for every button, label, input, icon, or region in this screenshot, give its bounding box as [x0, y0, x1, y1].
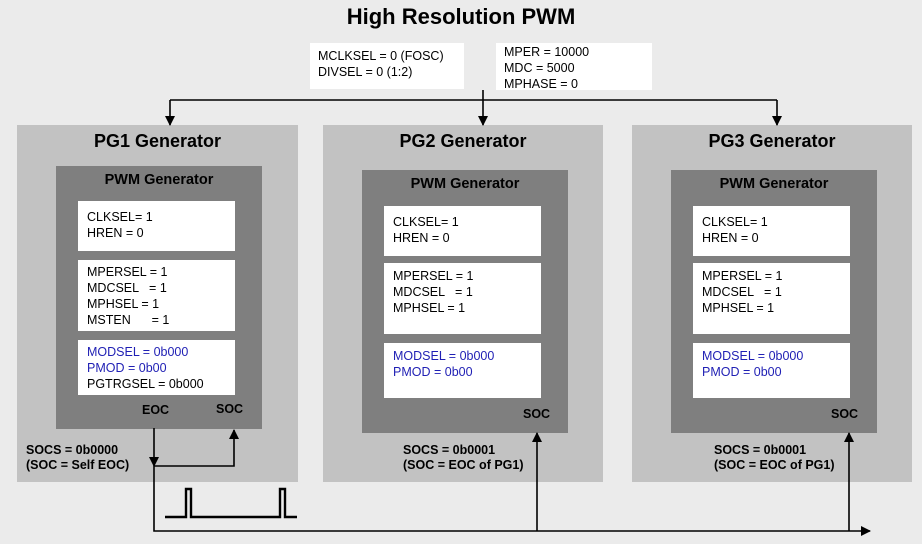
pg1-socs-label: SOCS = 0b0000 (SOC = Self EOC): [26, 443, 130, 472]
pg1-clock-register: CLKSEL= 1 HREN = 0: [78, 201, 235, 251]
pg1-msten: MSTEN = 1: [87, 313, 170, 327]
pg2-mphsel: MPHSEL = 1: [393, 301, 466, 315]
pg3-clksel: CLKSEL= 1: [702, 215, 768, 229]
pg3-mdcsel: MDCSEL = 1: [702, 285, 782, 299]
pg3-title: PG3 Generator: [708, 131, 836, 151]
pg1-mpersel: MPERSEL = 1: [87, 265, 168, 279]
pg2-clock-register: CLKSEL= 1 HREN = 0: [384, 206, 541, 256]
pg2-socs-label: SOCS = 0b0001 (SOC = EOC of PG1): [403, 443, 524, 472]
pg3-generator-panel: PG3 Generator PWM Generator CLKSEL= 1 HR…: [632, 125, 912, 482]
mclksel-line: MCLKSEL = 0 (FOSC): [318, 49, 444, 63]
master-clock-box: MCLKSEL = 0 (FOSC) DIVSEL = 0 (1:2): [310, 43, 464, 89]
mper-line: MPER = 10000: [504, 45, 590, 59]
pg2-pwm-generator: PWM Generator CLKSEL= 1 HREN = 0 MPERSEL…: [362, 170, 568, 433]
pg2-soc-pin: SOC: [523, 407, 551, 421]
master-period-box: MPER = 10000 MDC = 5000 MPHASE = 0: [496, 43, 652, 91]
pg1-eoc-to-soc-arrow: [154, 429, 239, 467]
pg1-hren: HREN = 0: [87, 226, 144, 240]
pg2-modsel: MODSEL = 0b000: [393, 349, 495, 363]
pg1-mphsel: MPHSEL = 1: [87, 297, 160, 311]
pg1-pwm-generator: PWM Generator CLKSEL= 1 HREN = 0 MPERSEL…: [56, 166, 262, 429]
eoc-distribution-line: [153, 466, 871, 536]
pg3-mpersel: MPERSEL = 1: [702, 269, 783, 283]
pg1-soc-pin: SOC: [216, 402, 244, 416]
pg1-generator-panel: PG1 Generator PWM Generator CLKSEL= 1 HR…: [17, 125, 298, 482]
pg3-clock-register: CLKSEL= 1 HREN = 0: [693, 206, 850, 256]
pg3-master-select-register: MPERSEL = 1 MDCSEL = 1 MPHSEL = 1: [693, 263, 850, 334]
pg1-mdcsel: MDCSEL = 1: [87, 281, 167, 295]
diagram-title: High Resolution PWM: [346, 4, 576, 29]
pg3-pwm-generator-title: PWM Generator: [719, 176, 829, 192]
divsel-line: DIVSEL = 0 (1:2): [318, 65, 413, 79]
pg1-clksel: CLKSEL= 1: [87, 210, 153, 224]
pg1-modsel: MODSEL = 0b000: [87, 345, 189, 359]
pg3-soc-pin: SOC: [831, 407, 859, 421]
pg3-socs-label: SOCS = 0b0001 (SOC = EOC of PG1): [714, 443, 835, 472]
pg1-mode-register: MODSEL = 0b000 PMOD = 0b00 PGTRGSEL = 0b…: [78, 340, 235, 395]
pg2-pmod: PMOD = 0b00: [393, 365, 473, 379]
pg2-mdcsel: MDCSEL = 1: [393, 285, 473, 299]
pg3-modsel: MODSEL = 0b000: [702, 349, 804, 363]
eoc-pulse-waveform: [165, 487, 297, 519]
pg1-eoc-pin: EOC: [142, 403, 170, 417]
pg2-clksel: CLKSEL= 1: [393, 215, 459, 229]
pg3-pmod: PMOD = 0b00: [702, 365, 782, 379]
pg1-pmod: PMOD = 0b00: [87, 361, 167, 375]
pg1-pwm-generator-title: PWM Generator: [104, 172, 214, 188]
pg3-mphsel: MPHSEL = 1: [702, 301, 775, 315]
mphase-line: MPHASE = 0: [504, 77, 578, 91]
pg3-pwm-generator: PWM Generator CLKSEL= 1 HREN = 0 MPERSEL…: [671, 170, 877, 433]
pg1-master-select-register: MPERSEL = 1 MDCSEL = 1 MPHSEL = 1 MSTEN …: [78, 260, 235, 331]
pg3-hren: HREN = 0: [702, 231, 759, 245]
pg2-mode-register: MODSEL = 0b000 PMOD = 0b00: [384, 343, 541, 398]
pg2-pwm-generator-title: PWM Generator: [410, 176, 520, 192]
pg2-mpersel: MPERSEL = 1: [393, 269, 474, 283]
pg1-title: PG1 Generator: [93, 131, 222, 151]
pg2-master-select-register: MPERSEL = 1 MDCSEL = 1 MPHSEL = 1: [384, 263, 541, 334]
pg2-generator-panel: PG2 Generator PWM Generator CLKSEL= 1 HR…: [323, 125, 603, 482]
pg1-pgtrgsel: PGTRGSEL = 0b000: [87, 377, 204, 391]
pg3-mode-register: MODSEL = 0b000 PMOD = 0b00: [693, 343, 850, 398]
pg2-title: PG2 Generator: [399, 131, 527, 151]
mdc-line: MDC = 5000: [504, 61, 575, 75]
pg2-hren: HREN = 0: [393, 231, 450, 245]
